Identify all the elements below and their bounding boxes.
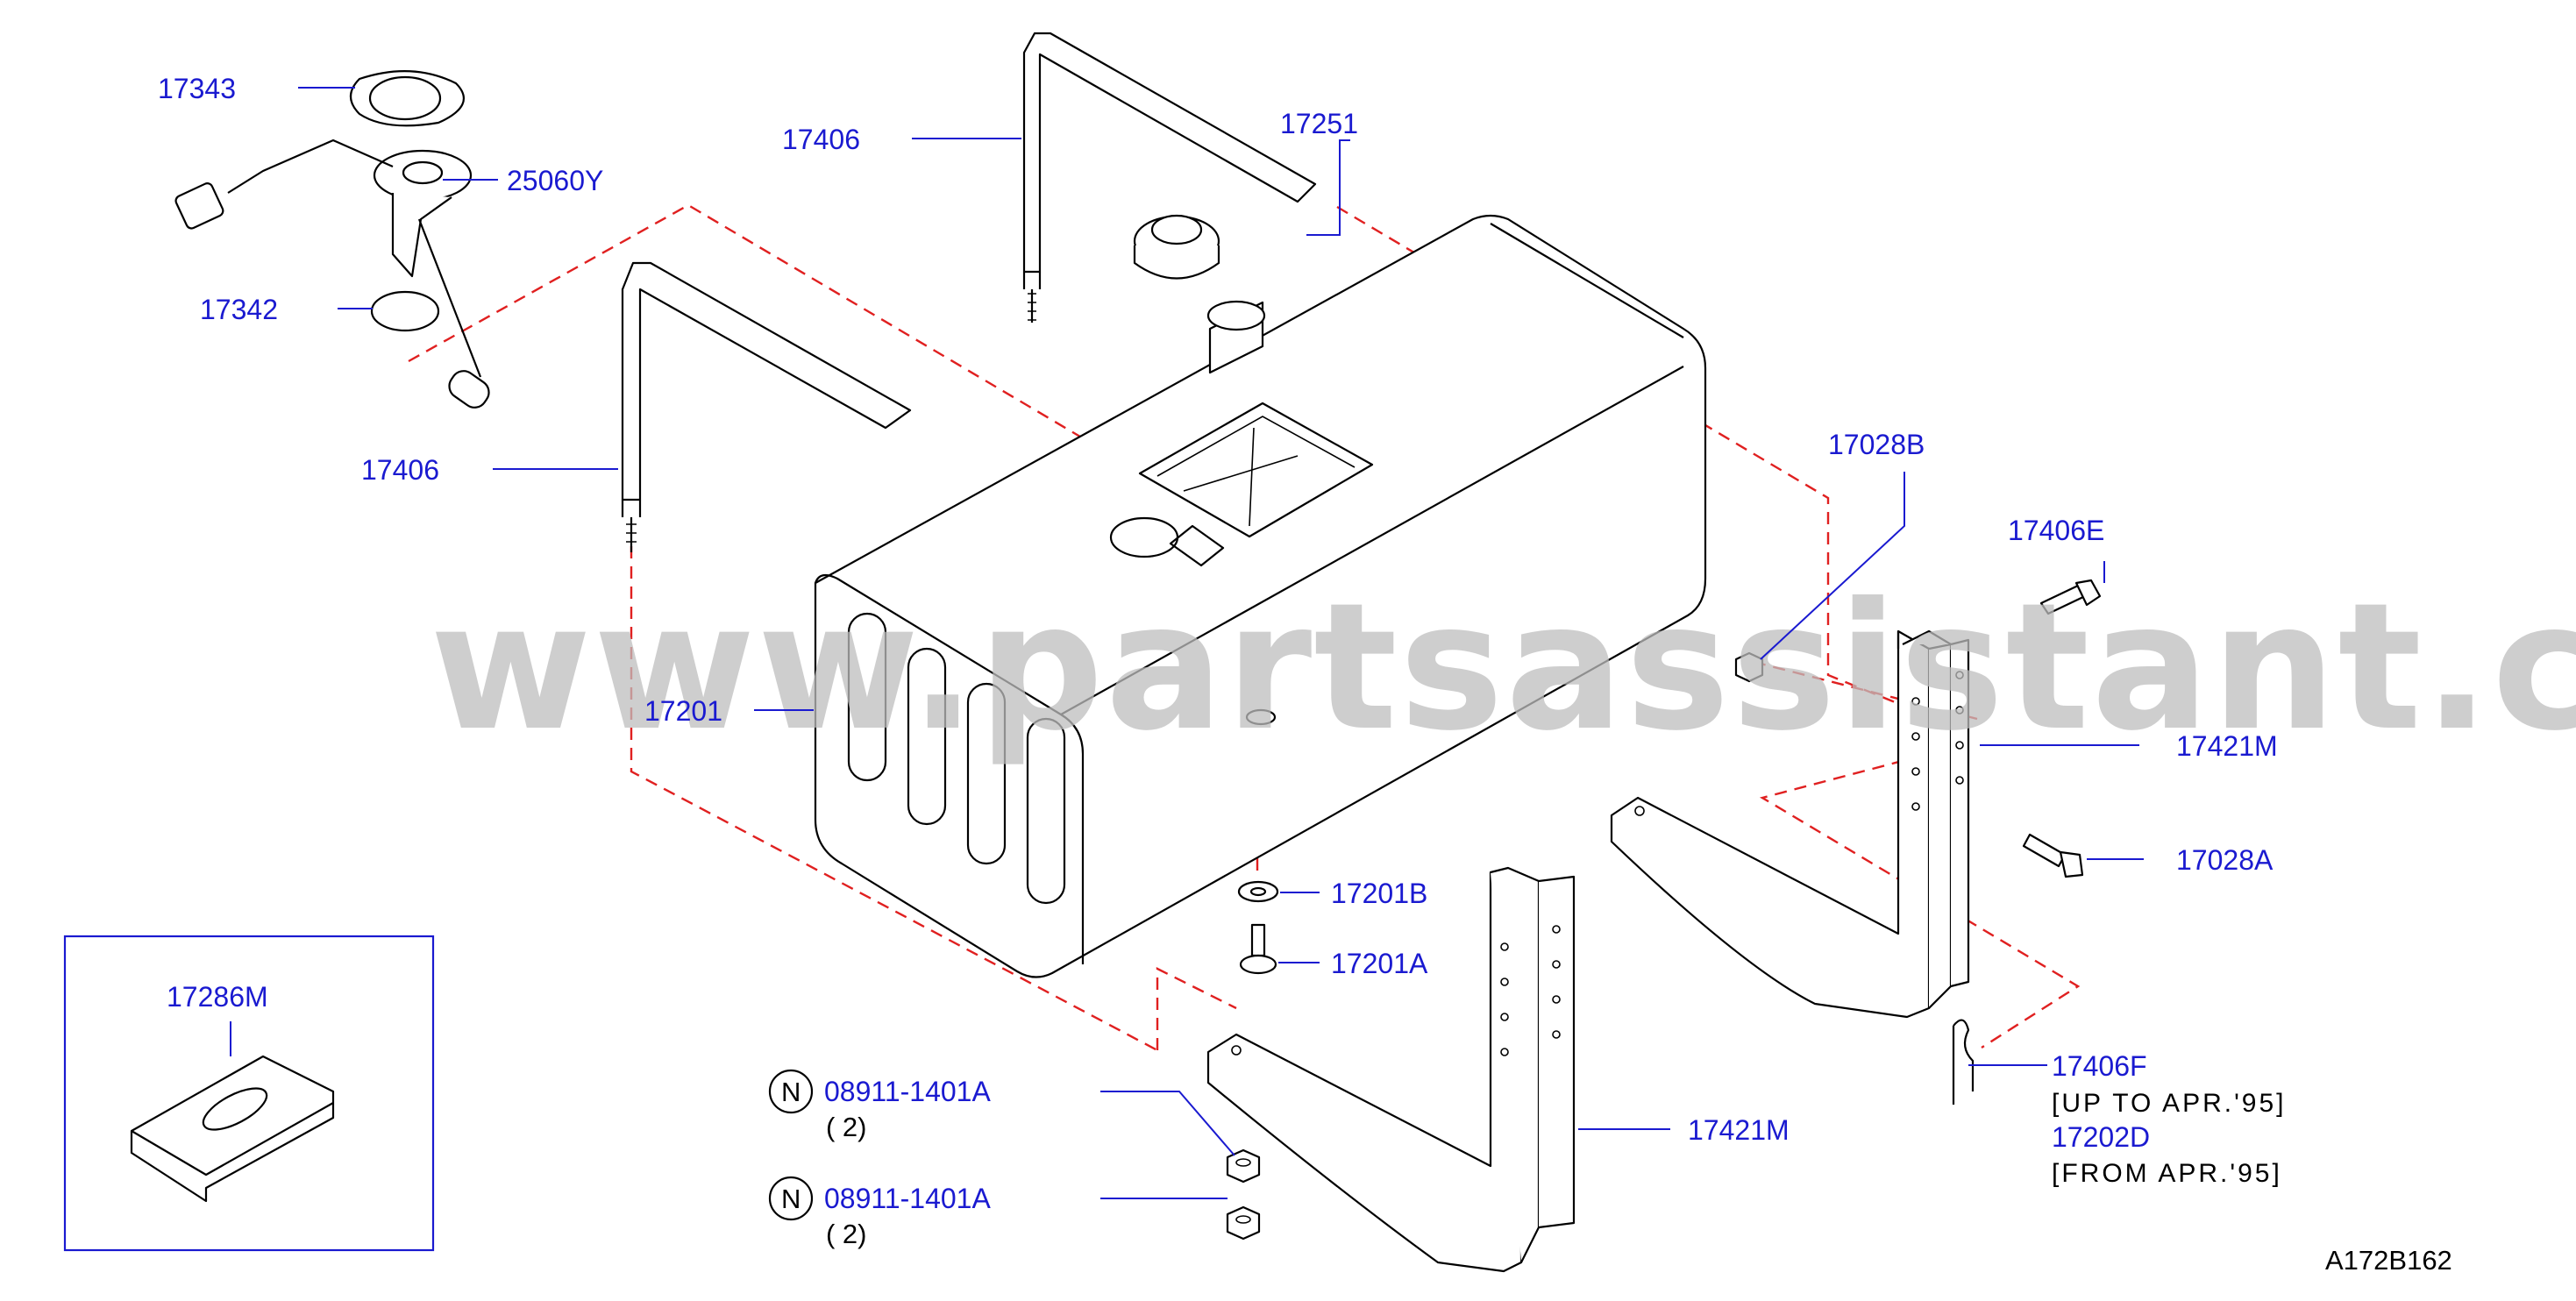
label-17251: 17251 [1280,108,1358,139]
label-17028a: 17028A [2176,844,2274,876]
inset-17286m [63,935,435,1252]
n-symbol-1: N [781,1077,801,1107]
label-nut-code-2: 08911-1401A [824,1183,991,1214]
label-17406-top: 17406 [782,124,860,155]
label-17202d: 17202D [2052,1121,2150,1153]
label-17406f: 17406F [2052,1050,2147,1082]
n-symbol-2: N [781,1184,801,1214]
fuel-tank [814,214,1707,978]
bracket-bottom [1206,866,1576,1273]
filler-cap [1133,214,1220,280]
diagram-code: A172B162 [2325,1245,2452,1276]
note-17202d: [FROM APR.'95] [2052,1159,2282,1188]
note-17406f: [UP TO APR.'95] [2052,1089,2287,1118]
label-17286m: 17286M [167,981,268,1013]
label-17201a: 17201A [1331,948,1428,979]
sender-assembly [174,70,490,409]
leader-lines [230,87,2144,1199]
label-nut-qty-1: ( 2) [826,1112,867,1142]
strap-top [1022,32,1317,323]
label-25060y: 25060Y [507,165,603,196]
n-symbol-circle-1 [768,1069,814,1114]
label-nut-qty-2: ( 2) [826,1219,867,1249]
label-17343: 17343 [158,73,236,104]
watermark: www.partsassistant.com [430,565,2576,770]
hardware [1226,579,2102,1241]
label-17406-left: 17406 [361,454,439,486]
label-17201: 17201 [644,695,722,727]
strap-left [621,261,912,552]
label-17342: 17342 [200,294,278,325]
label-17028b: 17028B [1828,429,1925,460]
label-17421m-bottom: 17421M [1688,1114,1790,1146]
label-nut-code-1: 08911-1401A [824,1076,991,1107]
n-symbol-circle-2 [768,1176,814,1221]
part-labels: 17343 25060Y 17342 17406 17251 17406 172… [158,73,2452,1276]
label-17406e: 17406E [2008,515,2104,546]
label-17421m-right: 17421M [2176,730,2278,762]
bracket-right [1610,629,1970,1019]
label-17201b: 17201B [1331,878,1427,909]
